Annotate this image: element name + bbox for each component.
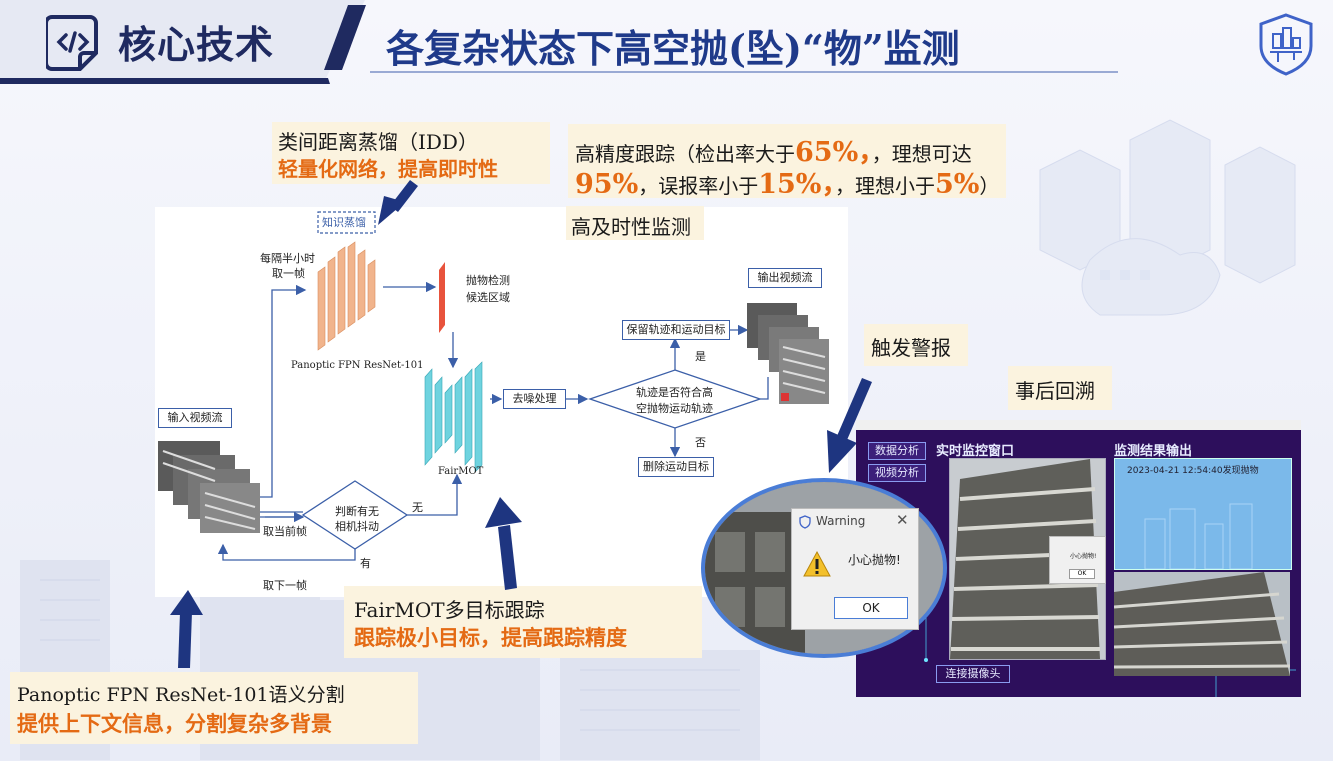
mini-ok-button[interactable]: OK (1069, 569, 1095, 579)
data-analysis-button[interactable]: 数据分析 (868, 442, 926, 460)
shield-logo-icon (1259, 13, 1313, 76)
warning-ok-button[interactable]: OK (834, 597, 908, 619)
backbone-blocks (317, 241, 376, 351)
output-frames (747, 303, 829, 404)
mini-warning-dialog: 小心抛物! OK (1049, 536, 1106, 584)
backbone-label: Panoptic FPN ResNet-101 (291, 360, 424, 371)
warning-message: 小心抛物! (848, 553, 901, 567)
alarm-label: 触发警报 (871, 336, 951, 360)
half-hour-label-2: 取一帧 (272, 267, 305, 280)
realtime-callout: 高及时性监测 (566, 206, 704, 240)
warning-title: Warning (816, 514, 866, 528)
idd-subtitle: 轻量化网络，提高即时性 (278, 157, 498, 181)
flowchart-connectors (158, 211, 829, 561)
precision-text-a: 高精度跟踪（检出率大于 (575, 142, 795, 166)
output-stream-box: 输出视频流 (748, 268, 822, 288)
precision-text-e: ，误报率小于 (638, 174, 759, 198)
precision-value-95: 95% (575, 169, 639, 200)
realtime-window-header: 实时监控窗口 (936, 444, 1015, 459)
track-check-label-1: 轨迹是否符合高 (636, 386, 713, 399)
no-label: 否 (695, 436, 706, 449)
fairmot-label: FairMOT (438, 466, 484, 477)
take-current-label: 取当前帧 (263, 525, 307, 538)
panoptic-title: Panoptic FPN ResNet-101语义分割 (17, 684, 345, 706)
precision-text-i: ） (979, 174, 1000, 198)
judge-label-2: 相机抖动 (335, 520, 379, 533)
precision-text-c: ，理想可达 (871, 142, 972, 166)
app-shield-icon (799, 515, 811, 529)
result-panel: 2023-04-21 12:54:40发现抛物 (1114, 458, 1292, 570)
title-underline (370, 71, 1118, 73)
precision-line-2: 95%，误报率小于15%，，理想小于5%） (575, 169, 1000, 200)
precision-line-1: 高精度跟踪（检出率大于65%，，理想可达 (575, 137, 972, 168)
connect-camera-button[interactable]: 连接摄像头 (936, 665, 1010, 683)
take-next-label: 取下一帧 (263, 579, 307, 592)
input-frames (158, 441, 260, 533)
idd-callout: 类间距离蒸馏（IDD） 轻量化网络，提高即时性 (272, 122, 550, 184)
page-title: 各复杂状态下高空抛(坠)“物”监测 (386, 26, 960, 71)
result-text: 2023-04-21 12:54:40发现抛物 (1127, 466, 1259, 476)
warning-dialog: Warning ✕ 小心抛物! OK (791, 508, 919, 630)
city-silhouette (1144, 503, 1253, 569)
review-label: 事后回溯 (1015, 379, 1095, 403)
result-output-header: 监测结果输出 (1114, 444, 1193, 459)
realtime-label: 高及时性监测 (571, 215, 691, 239)
realtime-video-panel (949, 458, 1106, 660)
result-building-image (1113, 572, 1291, 676)
review-callout: 事后回溯 (1008, 366, 1112, 410)
input-stream-box: 输入视频流 (158, 408, 232, 428)
idd-title: 类间距离蒸馏（IDD） (278, 130, 478, 154)
result-image-panel (1113, 572, 1291, 676)
keep-trajectory-box: 保留轨迹和运动目标 (622, 320, 730, 340)
knowledge-distill-label: 知识蒸馏 (322, 216, 366, 229)
fairmot-title: FairMOT多目标跟踪 (354, 598, 545, 622)
precision-text-g: ，理想小于 (834, 174, 935, 198)
detection-label-1: 抛物检测 (466, 274, 510, 287)
building-image (950, 459, 1105, 659)
monitor-titlebar (856, 420, 1301, 430)
delete-target-box: 删除运动目标 (638, 457, 714, 477)
denoise-box: 去噪处理 (503, 389, 566, 409)
track-check-label-2: 空抛物运动轨迹 (636, 402, 713, 415)
yes-branch-label: 有 (360, 557, 371, 570)
no-branch-label: 无 (412, 501, 423, 514)
yes-label: 是 (695, 350, 706, 363)
panoptic-subtitle: 提供上下文信息，分割复杂多背景 (17, 711, 332, 736)
precision-value-65: 65% (795, 137, 859, 168)
judge-label-1: 判断有无 (335, 505, 379, 518)
mini-warning-message: 小心抛物! (1070, 553, 1097, 560)
precision-value-15: 15% (758, 169, 822, 200)
video-analysis-button[interactable]: 视频分析 (868, 464, 926, 482)
detection-label-2: 候选区域 (466, 291, 510, 304)
section-label: 核心技术 (118, 22, 275, 67)
alarm-callout: 触发警报 (864, 324, 968, 366)
half-hour-label-1: 每隔半小时 (260, 252, 315, 265)
fairmot-callout: FairMOT多目标跟踪 跟踪极小目标，提高跟踪精度 (344, 586, 702, 658)
precision-callout: 高精度跟踪（检出率大于65%，，理想可达 95%，误报率小于15%，，理想小于5… (568, 124, 1006, 200)
close-icon[interactable]: ✕ (896, 511, 909, 529)
precision-value-5: 5% (934, 169, 980, 200)
panoptic-callout: Panoptic FPN ResNet-101语义分割 提供上下文信息，分割复杂… (10, 672, 418, 744)
fairmot-subtitle: 跟踪极小目标，提高跟踪精度 (354, 625, 627, 650)
code-document-icon (46, 15, 98, 71)
warning-triangle-icon (803, 550, 831, 577)
